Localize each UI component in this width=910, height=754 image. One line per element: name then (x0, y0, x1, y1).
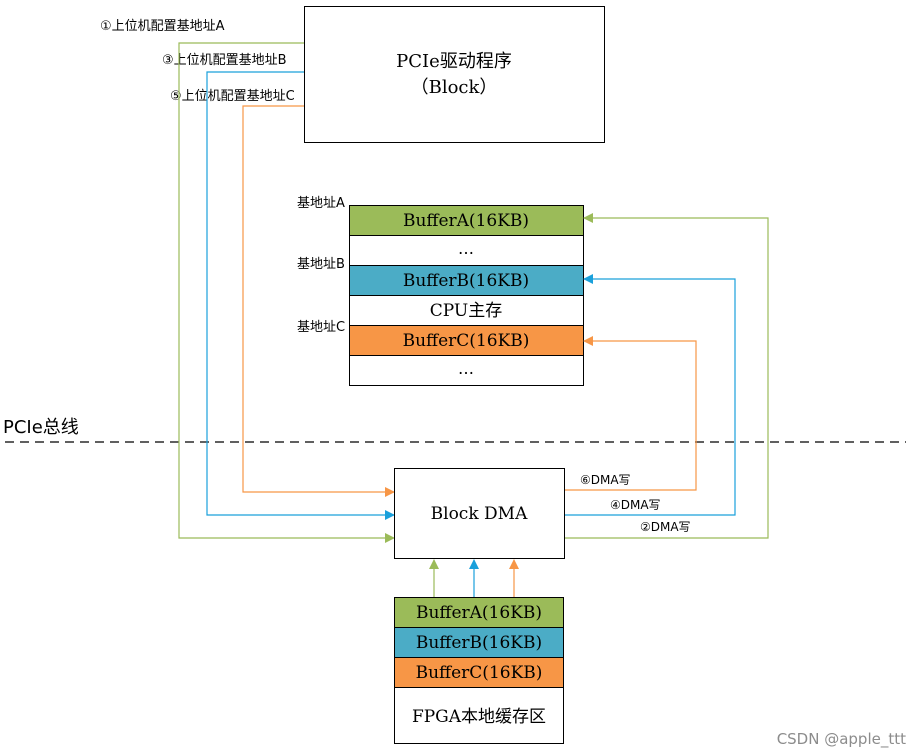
cpu-ellipsis-1: … (458, 239, 474, 258)
config-label-a: ①上位机配置基地址A (100, 19, 225, 34)
pcie-bus-label: PCIe总线 (3, 417, 79, 438)
cpu-gap-cell-1 (349, 235, 584, 266)
block-dma-label: Block DMA (431, 504, 528, 524)
fpga-buffer-a-cell (394, 597, 564, 628)
dma-write-label-b: ④DMA写 (610, 498, 661, 512)
driver-title: PCIe驱动程序 (396, 51, 512, 72)
cpu-buffer-b-cell (349, 265, 584, 296)
cpu-memory-stack: BufferA(16KB) … BufferB(16KB) CPU主存 Buff… (349, 205, 584, 386)
cpu-memory-cell (349, 295, 584, 326)
config-line-c (242, 105, 395, 497)
base-addr-c-label: 基地址C (297, 320, 345, 335)
cpu-buffer-c-label: BufferC(16KB) (403, 331, 530, 351)
dma-write-line-b (565, 274, 736, 516)
config-label-b: ③上位机配置基地址B (162, 53, 287, 68)
dma-write-line-a (565, 213, 769, 539)
config-line-b (206, 71, 395, 520)
fpga-buffer-a-label: BufferA(16KB) (416, 603, 542, 623)
config-label-c: ⑤上位机配置基地址C (170, 89, 295, 104)
cpu-ellipsis-2: … (458, 359, 474, 378)
driver-subtitle: （Block） (411, 77, 498, 98)
pcie-driver-box: PCIe驱动程序 （Block） (304, 6, 605, 143)
base-addr-a-label: 基地址A (297, 196, 345, 211)
fpga-buffer-stack: BufferA(16KB) BufferB(16KB) BufferC(16KB… (394, 597, 564, 744)
cpu-buffer-a-cell (349, 205, 584, 236)
dma-write-line-c (565, 336, 697, 491)
base-addr-b-label: 基地址B (297, 257, 345, 272)
fpga-buffer-b-cell (394, 627, 564, 658)
fpga-label-cell (394, 687, 564, 744)
config-line-a (178, 42, 395, 543)
watermark: CSDN @apple_ttt (777, 730, 906, 749)
dma-write-label-a: ②DMA写 (640, 520, 691, 534)
fpga-local-buffer-label: FPGA本地缓存区 (412, 707, 546, 727)
cpu-gap-cell-2 (349, 355, 584, 386)
dma-write-label-c: ⑥DMA写 (580, 473, 631, 487)
fpga-buffer-c-label: BufferC(16KB) (416, 663, 543, 683)
fpga-buffer-b-label: BufferB(16KB) (416, 633, 542, 653)
cpu-buffer-a-label: BufferA(16KB) (403, 211, 529, 231)
cpu-memory-label: CPU主存 (430, 301, 502, 321)
cpu-buffer-b-label: BufferB(16KB) (403, 271, 529, 291)
block-dma-box: Block DMA (394, 468, 565, 559)
